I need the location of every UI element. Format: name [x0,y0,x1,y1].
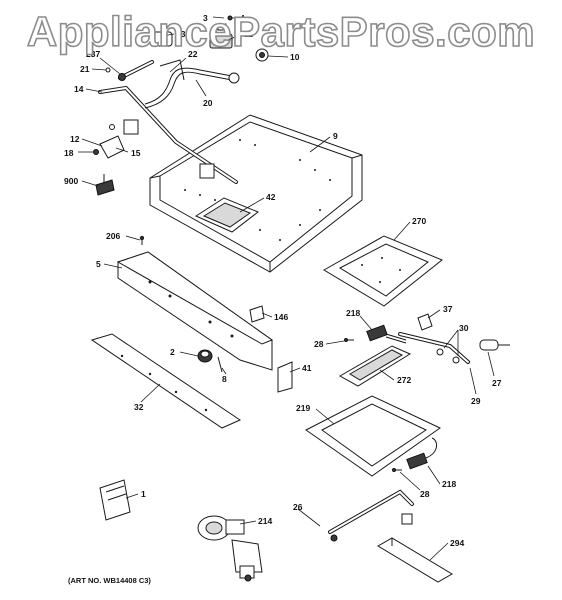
part-237-valve-fitting [105,60,154,81]
callout-10: 10 [290,52,300,62]
callout-270: 270 [412,216,426,226]
callout-18: 18 [64,148,74,158]
callout-37: 37 [443,304,453,314]
callout-5: 5 [96,259,101,269]
part-146-spacer [249,305,265,323]
part-206-screw [139,235,145,245]
callout-11: 11 [244,29,253,39]
callout-900: 900 [64,176,78,186]
part-214-gas-valve [197,515,263,582]
leader-lines [78,16,495,561]
callout-214: 214 [258,516,272,526]
part-900-clip [95,174,115,196]
part-219-bake-shield [305,395,441,477]
callout-272: 272 [397,375,411,385]
part-42-cover-plate [194,197,259,233]
callout-8: 8 [222,374,227,384]
callout-29: 29 [471,396,481,406]
callout-labels: 3 4 13 11 10 237 22 21 20 14 12 15 18 9 … [64,13,502,548]
callout-28-upper: 28 [314,339,324,349]
callout-15: 15 [131,148,141,158]
part-294-bottom-plate [377,537,453,583]
part-10-orifice-holder [255,48,269,62]
callout-4: 4 [240,13,245,23]
part-15-bracket [93,124,125,159]
part-28-screw-upper [344,338,354,342]
callout-2: 2 [170,347,175,357]
part-26-bake-burner-tube [328,489,414,542]
part-32-strip [90,333,242,429]
part-2-knob [197,349,223,373]
part-14-manifold-tube [98,85,238,184]
callout-21: 21 [80,64,90,74]
callout-206: 206 [106,231,120,241]
callout-294: 294 [450,538,464,548]
callout-14: 14 [74,84,84,94]
callout-42: 42 [266,192,276,202]
callout-32: 32 [134,402,144,412]
part-270-broil-shield [323,235,443,307]
art-number: (ART NO. WB14408 C3) [68,576,151,585]
callout-13: 13 [176,29,186,39]
callout-218-upper: 218 [346,308,360,318]
callout-1: 1 [141,489,146,499]
callout-146: 146 [274,312,288,322]
callout-28-lower: 28 [420,489,430,499]
callout-26: 26 [293,502,303,512]
callout-22: 22 [188,49,198,59]
callout-3: 3 [203,13,208,23]
part-41-bracket [277,361,293,393]
callout-12: 12 [70,134,80,144]
callout-218-lower: 218 [442,479,456,489]
part-218-igniter-lower [406,437,437,470]
callout-30: 30 [459,323,469,333]
callout-27: 27 [492,378,502,388]
part-20-supply-tube [144,59,240,109]
part-272-broil-burner [338,345,412,387]
callout-237: 237 [86,49,100,59]
callout-20: 20 [203,98,213,108]
part-30-burner-tube [398,332,510,364]
callout-41: 41 [302,363,312,373]
callout-9: 9 [333,131,338,141]
part-9-burner-box [149,114,363,273]
part-1-literature [99,479,131,521]
part-218-igniter-upper [366,324,407,344]
part-5-manifold-panel [116,251,274,371]
watermark-text: AppliancePartsPros.com [27,8,535,55]
part-28-screw-lower [392,468,402,472]
callout-219: 219 [296,403,310,413]
